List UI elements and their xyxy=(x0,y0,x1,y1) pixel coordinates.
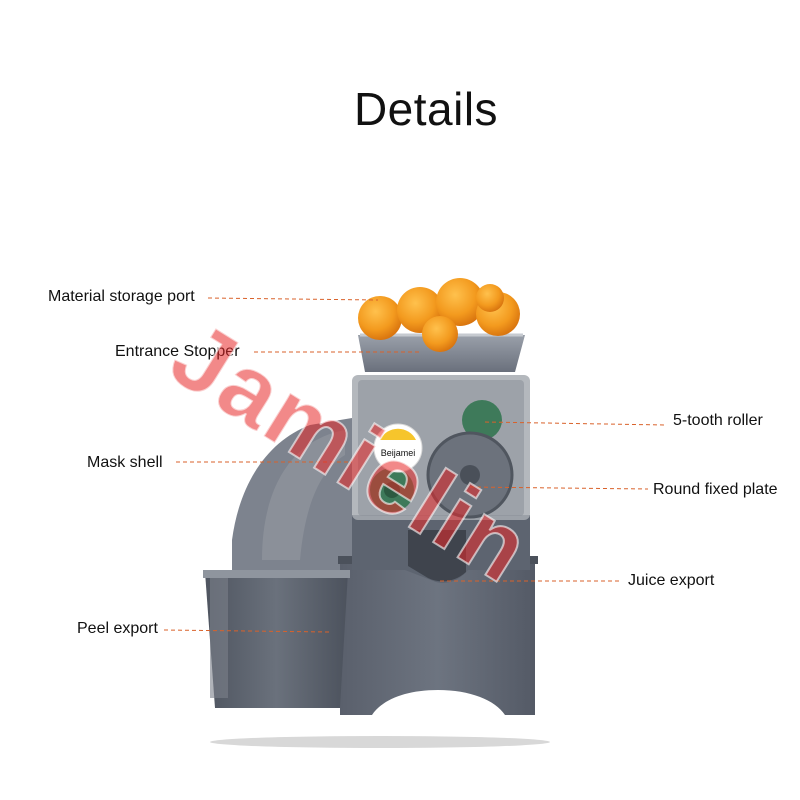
base-body xyxy=(340,560,535,715)
label-mask-shell: Mask shell xyxy=(87,454,163,471)
label-peel-export: Peel export xyxy=(77,620,158,637)
leader-round-fixed-plate xyxy=(469,486,649,490)
label-juice-export: Juice export xyxy=(628,572,715,589)
label-round-fixed-plate: Round fixed plate xyxy=(653,481,778,498)
leader-material-storage-port xyxy=(207,297,379,301)
leader-lines xyxy=(163,297,666,633)
oranges xyxy=(358,278,520,352)
brand-text: Beijamei xyxy=(381,448,416,458)
label-five-tooth-roller: 5-tooth roller xyxy=(673,412,763,429)
leader-five-tooth-roller xyxy=(484,421,666,426)
page-title: Details xyxy=(353,83,499,135)
label-material-storage-port: Material storage port xyxy=(48,288,195,305)
label-entrance-stopper: Entrance Stopper xyxy=(115,343,240,360)
hopper xyxy=(358,335,525,372)
peel-bin xyxy=(205,572,348,708)
shadow xyxy=(210,736,550,748)
five-tooth-roller xyxy=(462,400,502,440)
